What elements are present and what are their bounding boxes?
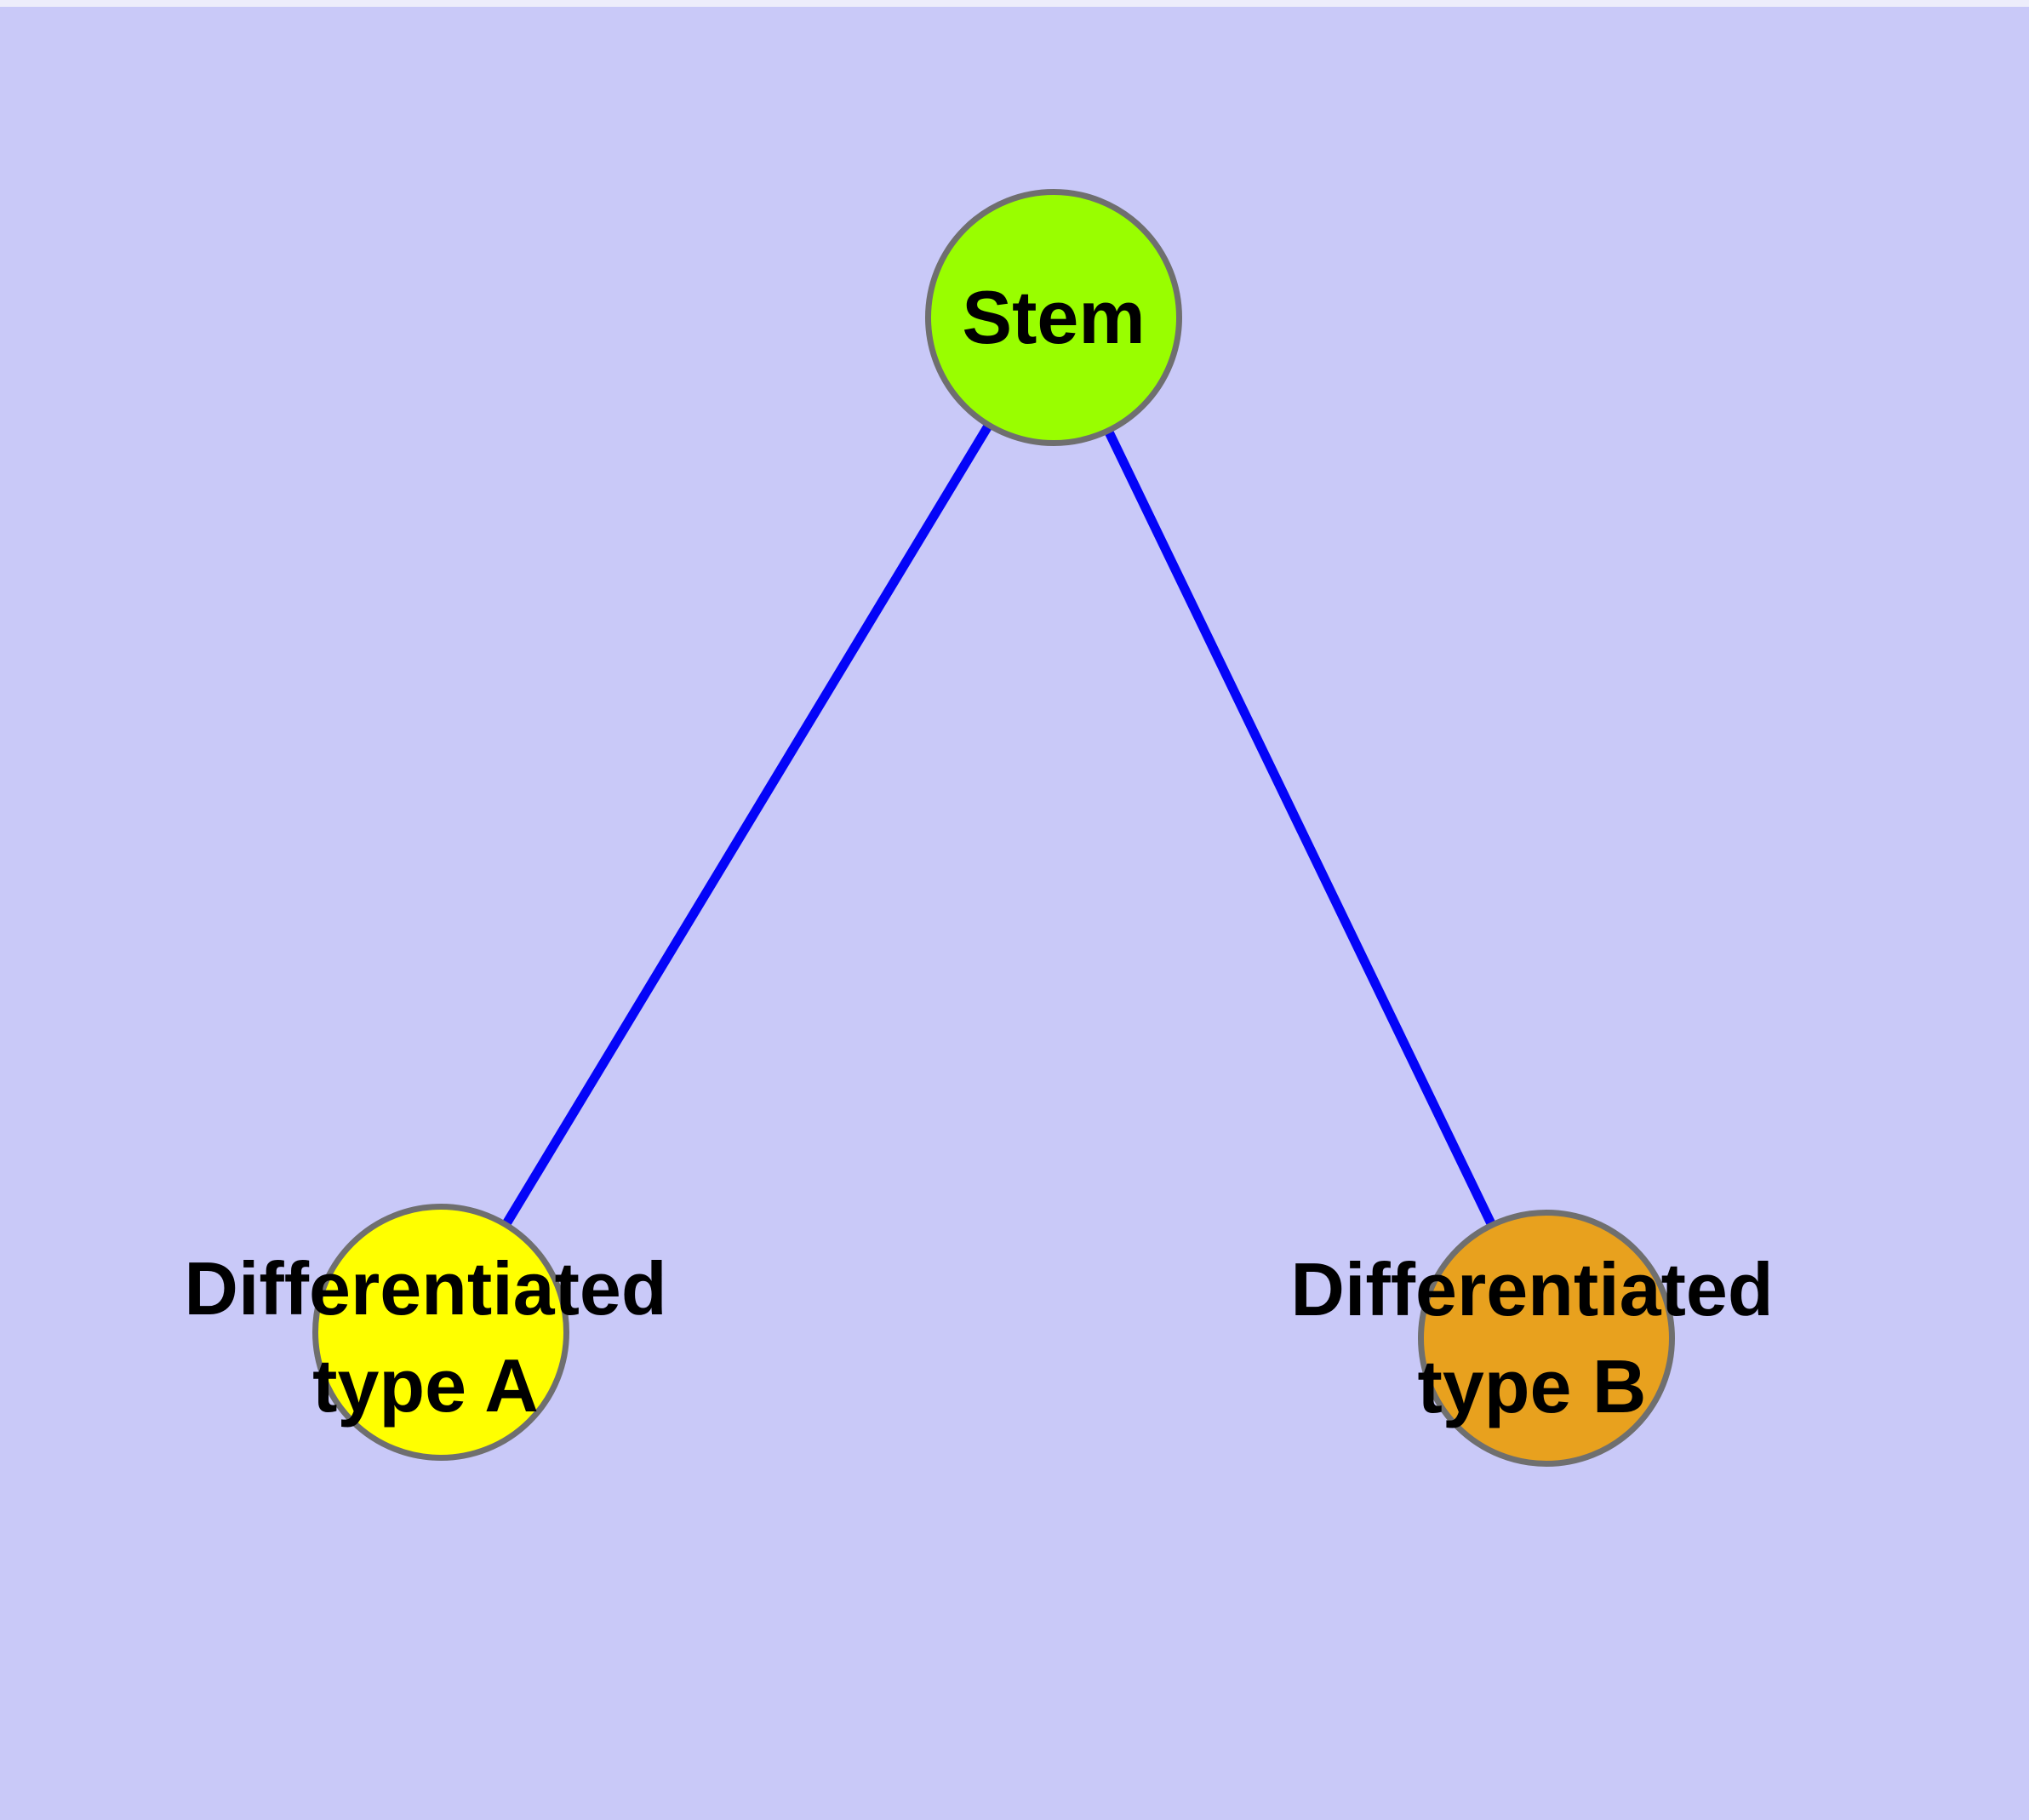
node-label-a-line1: Differentiated [184, 1246, 667, 1331]
node-label-differentiated-type-b: Differentiated type B [1234, 1241, 1830, 1435]
node-differentiated-type-a [312, 1204, 569, 1461]
node-stem [925, 189, 1182, 446]
node-differentiated-type-b [1418, 1210, 1675, 1467]
node-label-b-line1: Differentiated [1290, 1247, 1774, 1331]
edge-stem-to-diff-b [1049, 315, 1551, 1341]
node-label-stem: Stem [925, 189, 1182, 446]
node-label-differentiated-type-a: Differentiated type A [128, 1240, 723, 1434]
node-label-a-line2: type A [312, 1343, 539, 1428]
node-label-b-line2: type B [1417, 1344, 1647, 1428]
edge-stem-to-diff-a [437, 315, 1058, 1335]
node-label-stem-text: Stem [962, 275, 1146, 359]
window-top-edge [0, 0, 2029, 7]
